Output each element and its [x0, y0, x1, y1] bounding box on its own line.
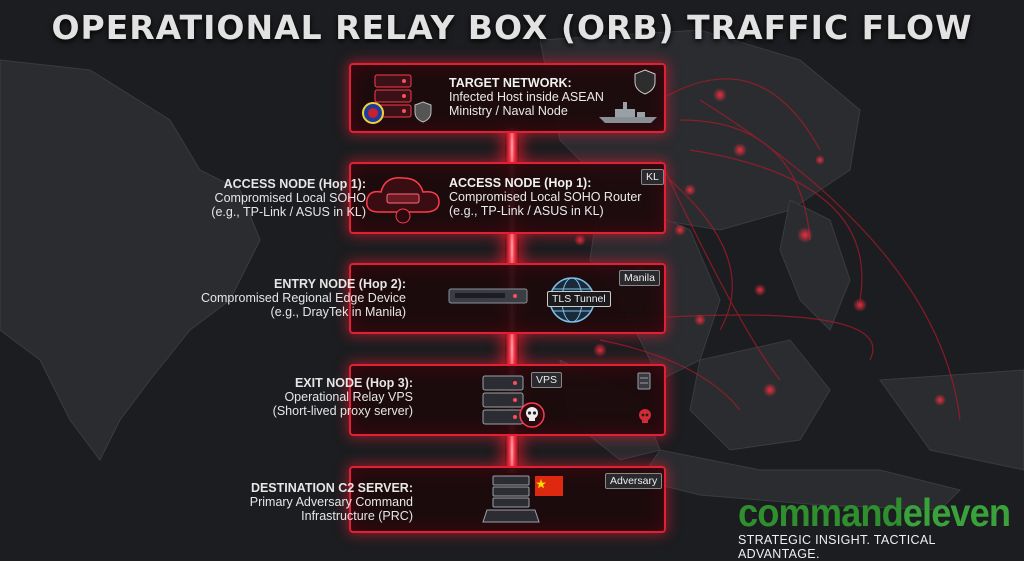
- side-entry-heading: ENTRY NODE (Hop 2):: [274, 277, 406, 291]
- page-title: OPERATIONAL RELAY BOX (ORB) TRAFFIC FLOW: [51, 8, 973, 47]
- side-exit-heading: EXIT NODE (Hop 3):: [294, 376, 413, 390]
- warship-icon: [599, 102, 657, 123]
- landmass-philippines: [779, 199, 851, 331]
- access-node: ACCESS NODE (Hop 1): Compromised Local S…: [349, 162, 666, 234]
- skull-icon: [639, 409, 651, 423]
- brand-logo: commandeleven STRATEGIC INSIGHT. TACTICA…: [738, 494, 1018, 561]
- shield-icon: [414, 101, 432, 123]
- side-destination-line2: Infrastructure (PRC): [301, 509, 413, 523]
- side-label-exit: EXIT NODE (Hop 3): Operational Relay VPS…: [273, 376, 413, 418]
- skull-icon: [519, 402, 545, 428]
- side-exit-line1: Operational Relay VPS: [284, 390, 413, 404]
- side-entry-line1: Compromised Regional Edge Device: [201, 291, 406, 305]
- location-tag-adversary: Adversary: [605, 473, 663, 489]
- side-label-access: ACCESS NODE (Hop 1): Compromised Local S…: [211, 177, 366, 219]
- target-network-node: TARGET NETWORK: Infected Host inside ASE…: [349, 63, 666, 133]
- side-destination-heading: DESTINATION C2 SERVER:: [250, 481, 413, 495]
- china-flag-icon: [535, 476, 563, 496]
- asean-emblem-icon: [362, 102, 384, 124]
- shield-icon: [634, 69, 656, 95]
- side-entry-line2: (e.g., DrayTek in Manila): [270, 305, 406, 319]
- vps-server-icon: [482, 375, 524, 425]
- vps-server-icon: [637, 372, 651, 390]
- access-line2: (e.g., TP-Link / ASUS in KL): [449, 204, 604, 218]
- landmass-borneo: [689, 339, 831, 451]
- cloud-router-icon: [366, 177, 440, 224]
- target-heading: TARGET NETWORK:: [449, 76, 572, 90]
- side-destination-line1: Primary Adversary Command: [249, 495, 413, 509]
- tls-tunnel-label: TLS Tunnel: [547, 291, 611, 307]
- side-label-destination: DESTINATION C2 SERVER: Primary Adversary…: [250, 481, 413, 523]
- brand-name: commandeleven: [738, 492, 1011, 535]
- brand-name-part2: eleven: [902, 492, 1011, 535]
- side-access-heading: ACCESS NODE (Hop 1):: [223, 177, 366, 191]
- brand-name-part1: command: [738, 492, 904, 535]
- target-line2: Ministry / Naval Node: [449, 104, 568, 118]
- target-line1: Infected Host inside ASEAN: [449, 90, 604, 104]
- landmass-new-guinea: [879, 369, 1024, 471]
- side-access-line2: (e.g., TP-Link / ASUS in KL): [211, 205, 366, 219]
- exit-node: VPS: [349, 364, 666, 436]
- location-tag-kl: KL: [641, 169, 664, 185]
- location-tag-manila: Manila: [619, 270, 660, 286]
- side-exit-line2: (Short-lived proxy server): [272, 404, 413, 418]
- server-rack-icon: [374, 74, 412, 118]
- laptop-server-icon: [482, 475, 540, 523]
- entry-node: TLS Tunnel Manila: [349, 263, 666, 334]
- router-device-icon: [448, 288, 528, 304]
- access-line1: Compromised Local SOHO Router: [449, 190, 642, 204]
- side-access-line1: Compromised Local SOHO: [214, 191, 366, 205]
- side-label-entry: ENTRY NODE (Hop 2): Compromised Regional…: [201, 277, 406, 319]
- brand-tagline: STRATEGIC INSIGHT. TACTICAL ADVANTAGE.: [738, 533, 936, 561]
- location-tag-vps: VPS: [531, 372, 563, 388]
- access-heading: ACCESS NODE (Hop 1):: [449, 176, 592, 190]
- landmass-india: [0, 59, 261, 461]
- destination-c2-node: Adversary: [349, 466, 666, 533]
